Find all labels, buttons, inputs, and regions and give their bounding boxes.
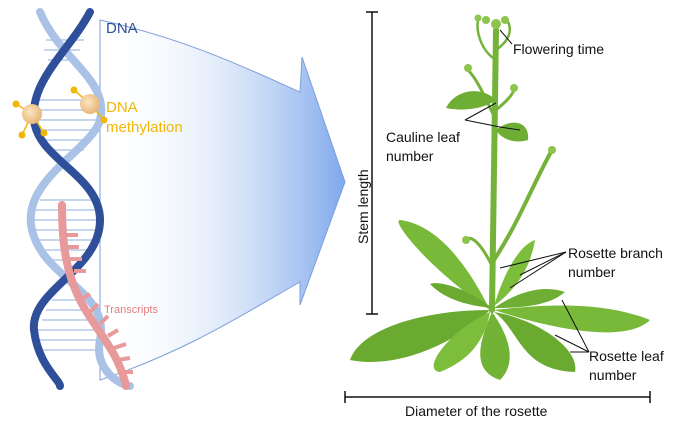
- arabidopsis-plant-icon: [350, 14, 650, 380]
- rosette-leaf-number-label: Rosette leaf number: [589, 347, 664, 385]
- rosette-diameter-label: Diameter of the rosette: [405, 403, 548, 419]
- rosette-diameter-bracket: [344, 391, 651, 403]
- stem-length-bracket: [366, 11, 378, 315]
- dna-methylation-label: DNA methylation: [106, 98, 183, 138]
- dna-methylation-label-line1: DNA: [106, 99, 138, 116]
- cauline-leaf-number-line2: number: [386, 148, 434, 164]
- big-arrow-icon: [99, 19, 346, 381]
- rosette-branch-number-line2: number: [568, 264, 616, 280]
- transcripts-label: Transcripts: [104, 304, 158, 316]
- dna-methylation-label-line2: methylation: [106, 119, 183, 136]
- rosette-leaf-number-line2: number: [589, 367, 637, 383]
- dna-label: DNA: [106, 20, 138, 37]
- transcript-icon: [58, 201, 133, 390]
- rosette-branch-number-line1: Rosette branch: [568, 245, 663, 261]
- annotation-lines: [464, 29, 590, 353]
- rosette-leaf-number-line1: Rosette leaf: [589, 348, 664, 364]
- methyl-group-icon: [12, 86, 108, 139]
- cauline-leaf-number-label: Cauline leaf number: [386, 128, 460, 166]
- cauline-leaf-number-line1: Cauline leaf: [386, 129, 460, 145]
- rosette-branch-number-label: Rosette branch number: [568, 244, 663, 282]
- flowering-time-label: Flowering time: [513, 41, 605, 57]
- stem-length-text: Stem length: [355, 169, 371, 244]
